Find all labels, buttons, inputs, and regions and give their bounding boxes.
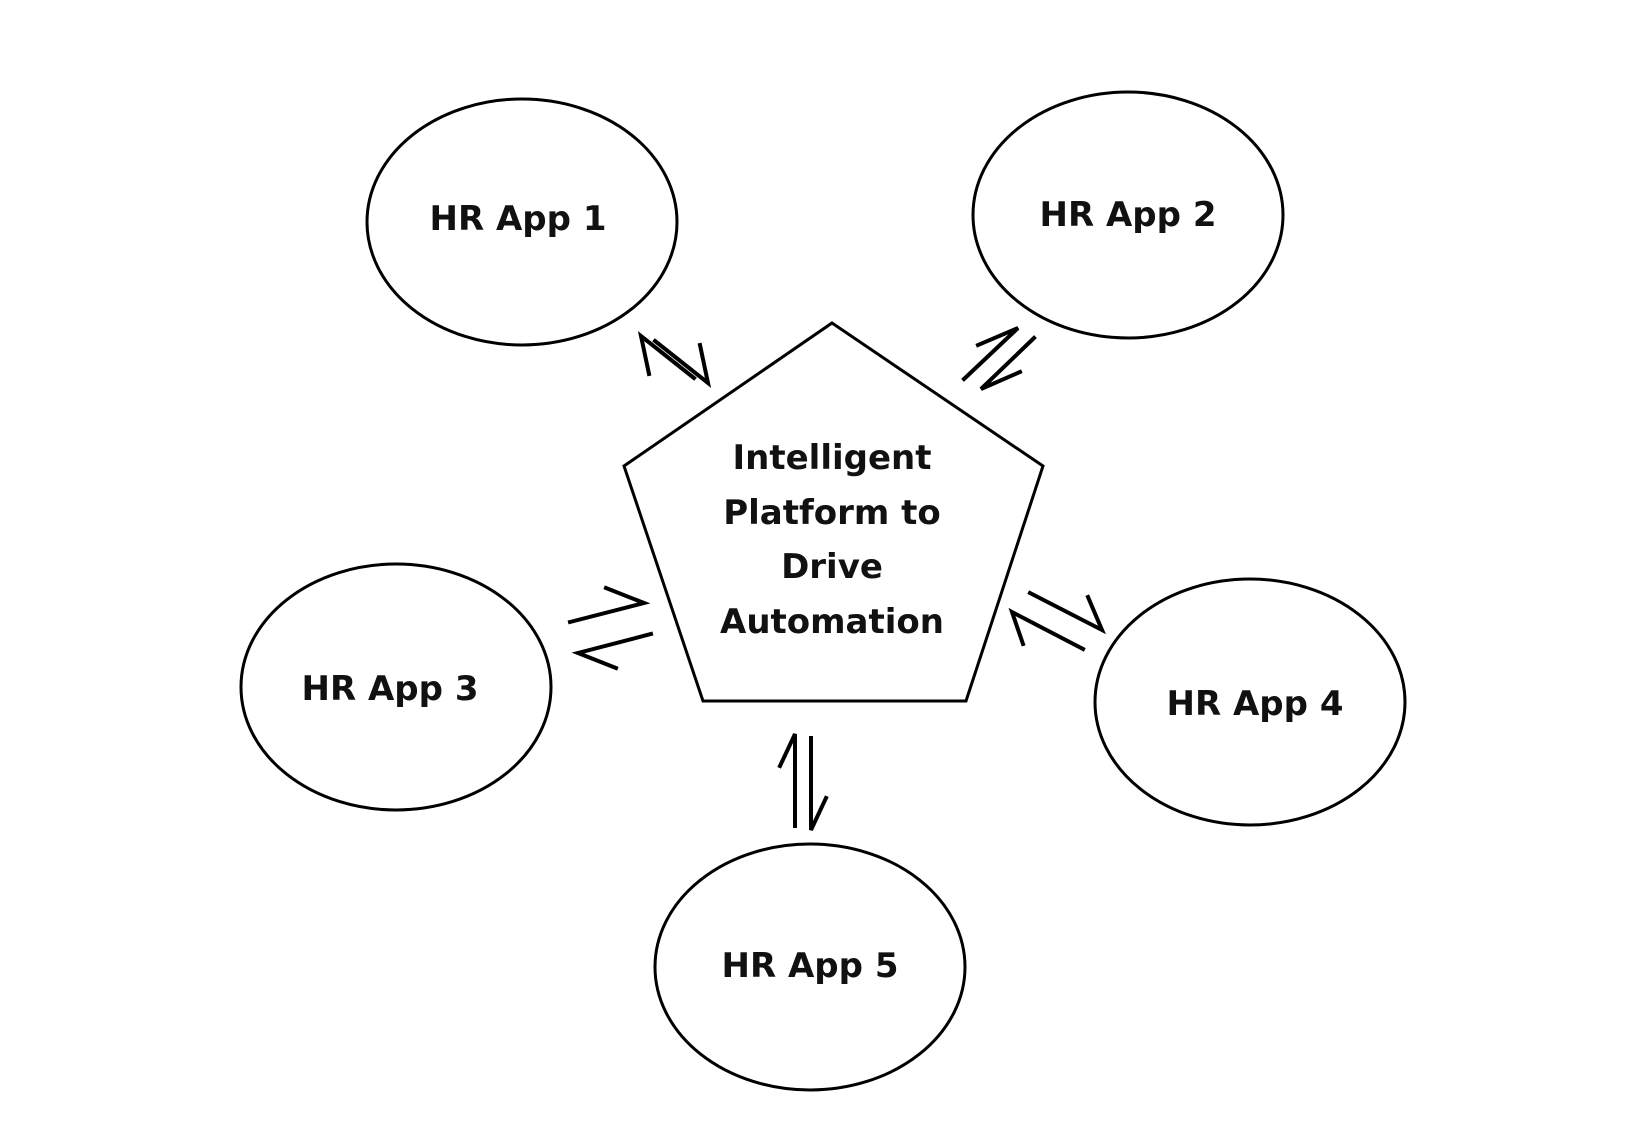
hub-label-line-4: Automation: [720, 602, 944, 642]
connector-app-4: [1008, 590, 1106, 652]
app-node-3: HR App 3: [239, 562, 553, 812]
arrow-to-app-5: [809, 736, 829, 831]
app-label-5: HR App 5: [722, 946, 899, 986]
hub-label-line-3: Drive: [781, 547, 883, 587]
arrow-to-app-3: [571, 631, 654, 671]
app-ellipse-4: [1093, 577, 1407, 827]
arrow-to-hub-4: [1008, 607, 1086, 652]
arrow-to-hub-1: [652, 338, 712, 389]
app-ellipse-1: [365, 97, 679, 347]
hub-node: Intelligent Platform to Drive Automation: [622, 321, 1045, 703]
hub-label-line-1: Intelligent: [733, 438, 932, 478]
arrow-to-app-1: [637, 330, 697, 381]
connector-app-2: [961, 326, 1037, 391]
app-node-1: HR App 1: [365, 97, 679, 347]
app-label-1: HR App 1: [430, 199, 607, 239]
app-node-4: HR App 4: [1093, 577, 1407, 827]
app-node-5: HR App 5: [653, 842, 967, 1092]
arrow-to-hub-5: [777, 733, 797, 828]
arrow-to-app-2: [961, 326, 1020, 382]
app-label-4: HR App 4: [1167, 684, 1344, 724]
hub-pentagon: [622, 321, 1045, 703]
app-node-2: HR App 2: [971, 90, 1285, 340]
hub-label-line-2: Platform to: [723, 493, 941, 533]
arrow-to-hub-2: [979, 335, 1037, 391]
app-ellipse-2: [971, 90, 1285, 340]
app-ellipse-5: [653, 842, 967, 1092]
connector-app-1: [637, 330, 712, 389]
app-label-3: HR App 3: [302, 669, 479, 709]
arrow-to-hub-3: [567, 585, 651, 625]
arrow-to-app-4: [1027, 590, 1106, 635]
connector-app-5: [777, 733, 829, 831]
app-ellipse-3: [239, 562, 553, 812]
app-label-2: HR App 2: [1040, 195, 1217, 235]
connector-app-3: [567, 585, 654, 671]
